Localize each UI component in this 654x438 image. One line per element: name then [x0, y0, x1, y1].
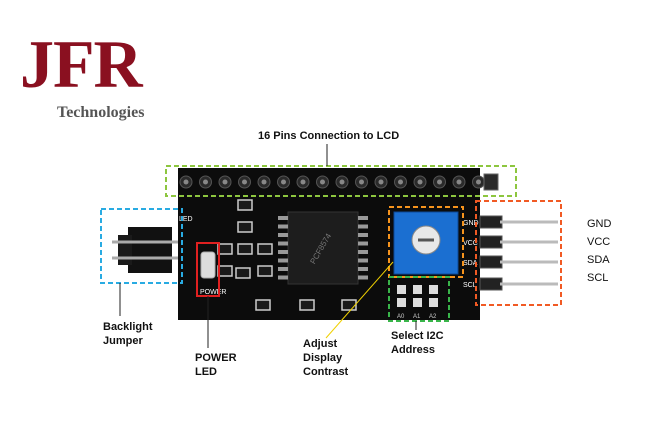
- chip-leg-right: [358, 233, 368, 237]
- header-pin-base: [479, 255, 503, 269]
- pin-label-sda: SDA: [587, 254, 610, 266]
- brand-subtitle: Technologies: [57, 104, 145, 121]
- contrast-label-line3: Contrast: [303, 366, 349, 378]
- lcd-pin-center: [417, 179, 423, 185]
- chip-legs: [278, 216, 368, 280]
- lcd-pin-header: [179, 173, 499, 191]
- board-a0-text: A0: [397, 314, 405, 320]
- brand-logo: JFR: [20, 26, 143, 102]
- address-pad: [413, 285, 422, 294]
- lcd-pin-square: [483, 173, 499, 191]
- lcd-pin-center: [281, 179, 286, 185]
- backlight-highlight-box: [100, 208, 183, 284]
- power-led-label-line2: LED: [195, 366, 217, 378]
- chip-leg-right: [358, 267, 368, 271]
- lcd-pin-center: [203, 179, 208, 185]
- board-vcc-text: VCC: [463, 240, 478, 247]
- lcd-pin-center: [378, 179, 384, 185]
- chip-leg-left: [278, 241, 288, 246]
- lcd-pin-center: [476, 179, 481, 185]
- board-a2-text: A2: [429, 314, 437, 320]
- lcd-pin-center: [456, 179, 462, 185]
- pins-highlight-box: [165, 165, 517, 197]
- lcd-pin-center: [222, 179, 228, 185]
- chip-leg-right: [358, 275, 368, 280]
- chip-leg-left: [278, 267, 288, 271]
- i2c-header-pins: [479, 215, 558, 291]
- chip-leg-right: [358, 216, 368, 220]
- chip-leg-left: [278, 275, 288, 280]
- lcd-pin-center: [261, 179, 267, 185]
- chip-leg-left: [278, 250, 288, 254]
- address-pad: [429, 285, 438, 294]
- lcd-pin-center: [437, 179, 442, 185]
- contrast-leader-line: [325, 261, 394, 339]
- chip-leg-left: [278, 224, 288, 229]
- smd-part: [237, 243, 253, 255]
- lcd-pin-center: [183, 179, 189, 185]
- board-a1-text: A1: [413, 314, 421, 320]
- address-pad: [429, 298, 438, 307]
- address-pad: [413, 298, 422, 307]
- smd-components: [217, 199, 357, 311]
- header-pin-base: [479, 215, 503, 229]
- lcd-pin-center: [300, 179, 306, 185]
- board-gnd-text: GND: [463, 220, 479, 227]
- lcd-pin-center: [359, 179, 364, 185]
- pins-connection-label: 16 Pins Connection to LCD: [258, 130, 400, 142]
- backlight-label-line1: Backlight: [103, 321, 153, 333]
- smd-part: [237, 199, 253, 211]
- smd-part: [257, 243, 273, 255]
- lcd-pin-center: [339, 179, 345, 185]
- pin-label-gnd: GND: [587, 218, 612, 230]
- smd-part: [341, 299, 357, 311]
- chip-leg-right: [358, 258, 368, 263]
- header-pin-base: [479, 277, 503, 291]
- backlight-jumper-part: [112, 227, 178, 273]
- board-power-text: POWER: [200, 289, 226, 296]
- pin-label-scl: SCL: [587, 272, 609, 284]
- lcd-pin-center: [242, 179, 247, 185]
- contrast-label-line1: Adjust: [303, 338, 338, 350]
- smd-part: [235, 267, 251, 279]
- smd-part: [299, 299, 315, 311]
- chip-leg-right: [358, 224, 368, 229]
- i2c-highlight-box: [388, 276, 450, 322]
- lcd-pin-center: [398, 179, 403, 185]
- chip-leg-left: [278, 216, 288, 220]
- lcd-pin-center: [320, 179, 325, 185]
- board-led-text: LED: [179, 216, 193, 223]
- contrast-label-line2: Display: [303, 352, 343, 364]
- header-pin-base: [479, 235, 503, 249]
- i2c-label-line1: Select I2C: [391, 330, 444, 342]
- chip-leg-left: [278, 233, 288, 237]
- address-pad: [397, 298, 406, 307]
- board-sda-text: SDA: [463, 260, 478, 267]
- smd-part: [217, 243, 233, 255]
- backlight-label-line2: Jumper: [103, 335, 143, 347]
- smd-part: [237, 221, 253, 233]
- chip-leg-right: [358, 241, 368, 246]
- header-highlight-box: [475, 200, 562, 306]
- chip-leg-right: [358, 250, 368, 254]
- board-scl-text: SCL: [463, 282, 477, 289]
- pcf8574-chip: [287, 211, 359, 285]
- i2c-label-line2: Address: [391, 344, 436, 356]
- power-led: [200, 251, 216, 279]
- address-pads: [397, 285, 438, 307]
- power-led-label-line1: POWER: [195, 352, 237, 364]
- smd-part: [255, 299, 271, 311]
- chip-leg-left: [278, 258, 288, 263]
- smd-part: [217, 265, 233, 277]
- pin-label-vcc: VCC: [587, 236, 611, 248]
- smd-part: [257, 265, 273, 277]
- address-pad: [397, 285, 406, 294]
